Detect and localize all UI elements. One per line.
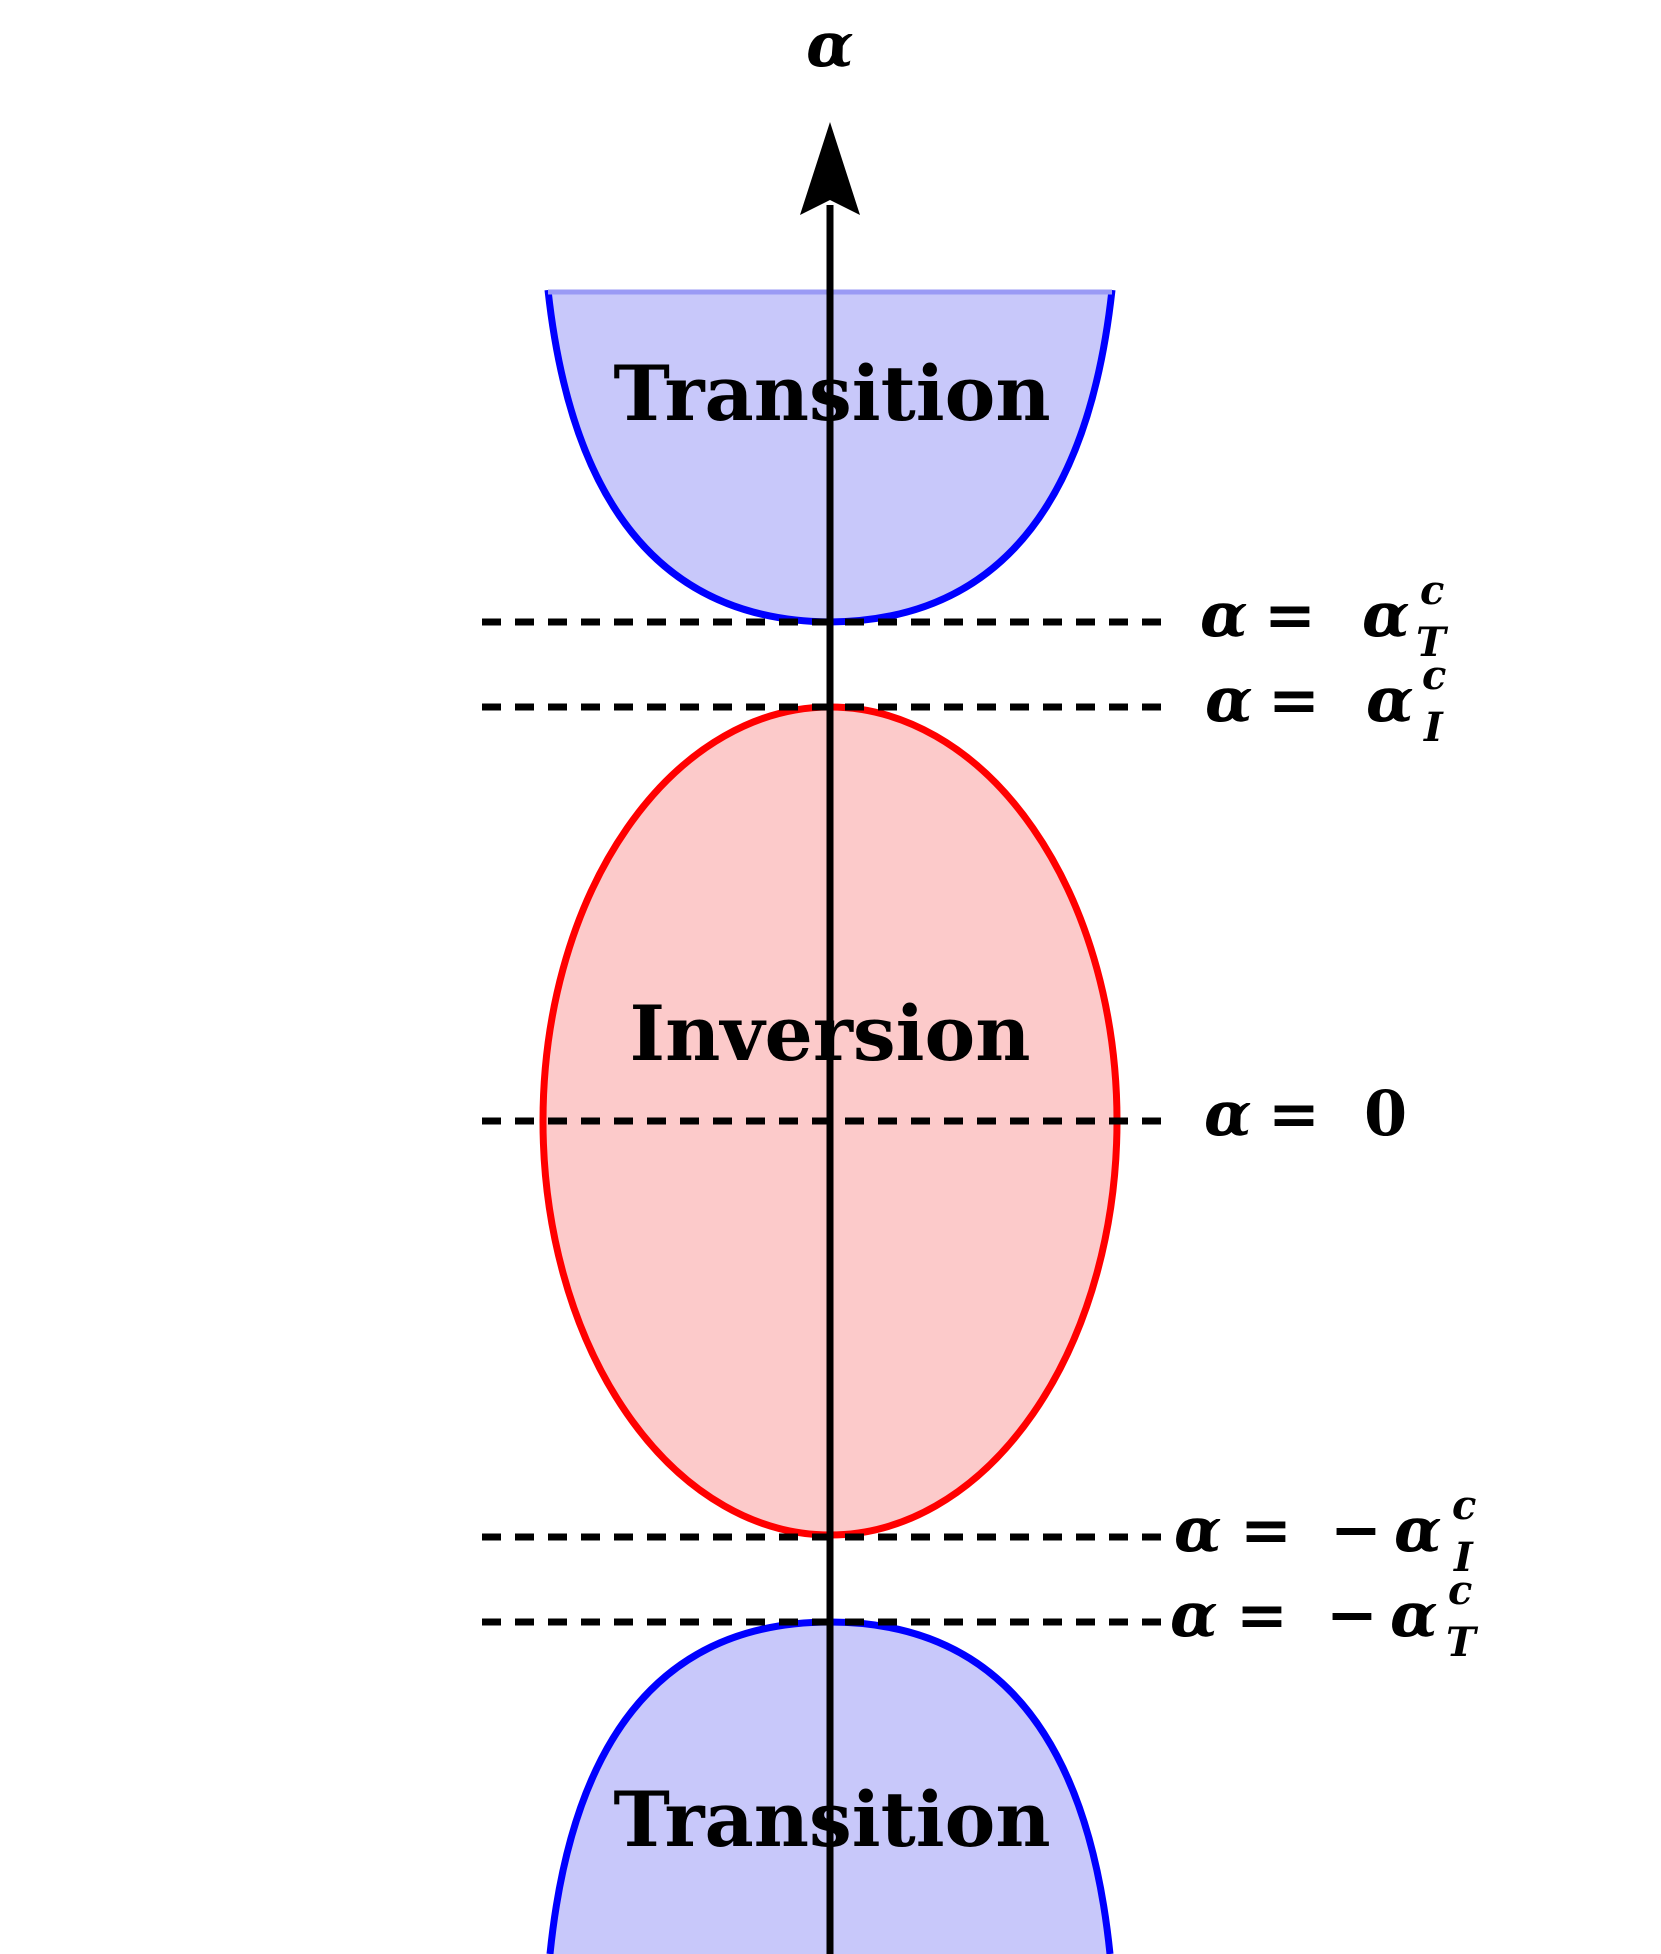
svg-text:c: c	[1448, 1567, 1472, 1614]
svg-text:α: α	[1205, 663, 1253, 736]
alpha-axis-label: α	[806, 8, 854, 81]
svg-text:α: α	[1204, 1077, 1252, 1150]
svg-text:=: =	[1236, 1578, 1288, 1651]
level-label-alpha-neg-tc: α = − α c T	[1170, 1567, 1479, 1666]
svg-text:α: α	[1200, 578, 1248, 651]
svg-text:=: =	[1268, 663, 1320, 736]
svg-text:I: I	[1453, 1534, 1474, 1581]
svg-text:−: −	[1326, 1578, 1378, 1651]
svg-text:c: c	[1420, 567, 1444, 614]
svg-text:α: α	[1366, 663, 1414, 736]
level-label-alpha-zero: α = 0	[1204, 1077, 1407, 1150]
svg-text:I: I	[1423, 704, 1444, 751]
svg-text:−: −	[1330, 1493, 1382, 1566]
top-transition-label: Transition	[613, 349, 1050, 438]
inversion-label: Inversion	[630, 989, 1031, 1078]
svg-text:0: 0	[1364, 1077, 1407, 1150]
svg-text:α: α	[1362, 578, 1410, 651]
svg-text:α: α	[1174, 1493, 1222, 1566]
alpha-axis-arrowhead	[800, 122, 860, 215]
svg-text:α: α	[1390, 1578, 1438, 1651]
svg-text:c: c	[1452, 1482, 1476, 1529]
svg-text:=: =	[1240, 1493, 1292, 1566]
svg-text:T: T	[1416, 619, 1449, 666]
bottom-transition-label: Transition	[613, 1775, 1050, 1864]
level-label-alpha-neg-ic: α = − α c I	[1174, 1482, 1476, 1581]
level-label-alpha-tc: α = α c T	[1200, 567, 1449, 666]
svg-text:T: T	[1446, 1619, 1479, 1666]
svg-text:c: c	[1422, 652, 1446, 699]
svg-text:=: =	[1264, 578, 1316, 651]
svg-text:α: α	[1170, 1578, 1218, 1651]
level-label-alpha-ic: α = α c I	[1205, 652, 1446, 751]
svg-text:α: α	[1394, 1493, 1442, 1566]
svg-text:=: =	[1268, 1077, 1320, 1150]
